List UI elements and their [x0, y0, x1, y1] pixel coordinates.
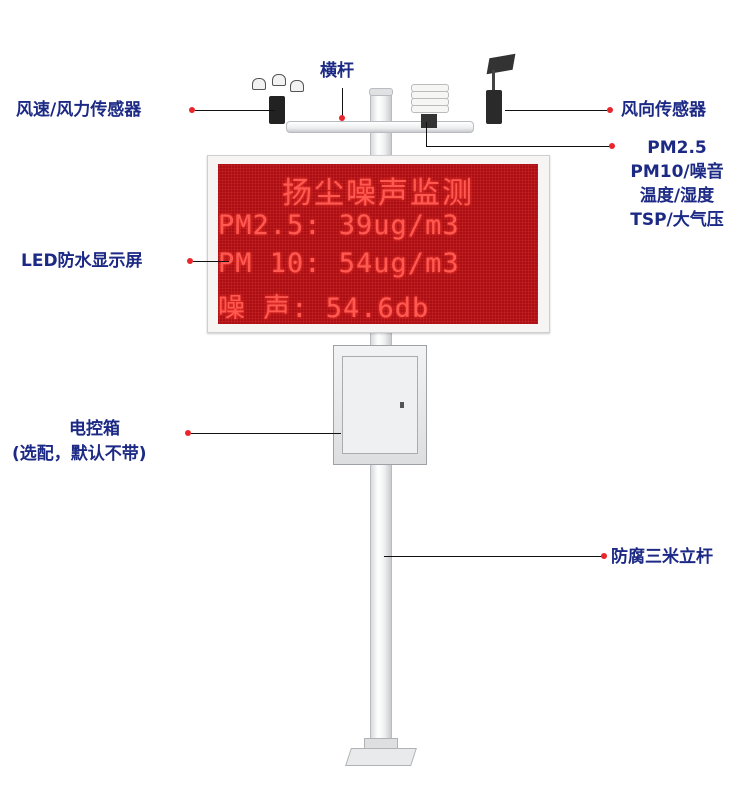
control-box	[333, 345, 427, 465]
leader-line	[426, 122, 427, 146]
pole-base-plate	[345, 748, 417, 766]
label-led-display: LED防水显示屏	[21, 251, 143, 271]
label-pm10-noise: PM10/噪音	[630, 162, 724, 182]
anemometer-cup	[272, 74, 286, 86]
label-pole: 防腐三米立杆	[611, 547, 713, 567]
marker-dot	[187, 258, 193, 264]
shield-plate	[411, 105, 449, 113]
shield-core	[421, 114, 437, 128]
label-temp-humidity: 温度/湿度	[639, 186, 715, 206]
marker-dot	[607, 107, 613, 113]
led-display: 扬尘噪声监测 PM2.5: 39ug/m3 PM 10: 54ug/m3 噪 声…	[207, 155, 550, 333]
label-pm25: PM2.5	[647, 138, 707, 158]
marker-dot	[339, 115, 345, 121]
anemometer-cup	[290, 80, 304, 92]
lock-icon	[400, 402, 404, 408]
leader-line	[384, 556, 602, 557]
radiation-shield-sensor	[411, 84, 449, 128]
label-wind-speed-sensor: 风速/风力传感器	[16, 100, 142, 120]
leader-line	[195, 110, 275, 111]
pole-cap	[369, 88, 393, 96]
leader-line	[191, 433, 341, 434]
label-tsp-pressure: TSP/大气压	[630, 210, 724, 230]
led-screen: 扬尘噪声监测 PM2.5: 39ug/m3 PM 10: 54ug/m3 噪 声…	[218, 164, 538, 324]
leader-line	[505, 110, 607, 111]
marker-dot	[601, 553, 607, 559]
vane-fin	[486, 53, 516, 75]
led-row-pm25: PM2.5: 39ug/m3	[218, 210, 460, 241]
anemometer-cups	[252, 74, 304, 96]
anemometer-cup	[252, 78, 266, 90]
led-row-noise: 噪 声: 54.6db	[218, 293, 430, 324]
label-multi-sensor: PM2.5 PM10/噪音 温度/湿度 TSP/大气压	[612, 136, 742, 232]
vane-body	[486, 90, 502, 124]
vane-rod	[492, 70, 495, 92]
label-control-box-note: (选配，默认不带)	[12, 444, 147, 464]
anemometer-body	[269, 96, 285, 124]
marker-dot	[609, 143, 615, 149]
label-control-box: 电控箱	[69, 419, 120, 439]
marker-dot	[189, 107, 195, 113]
leader-line	[342, 88, 343, 116]
marker-dot	[185, 430, 191, 436]
label-wind-direction-sensor: 风向传感器	[621, 100, 706, 120]
label-crossbar: 横杆	[320, 61, 354, 81]
led-title: 扬尘噪声监测	[282, 176, 474, 211]
control-box-door	[342, 356, 418, 454]
led-row-pm10: PM 10: 54ug/m3	[218, 248, 460, 279]
leader-line	[426, 146, 610, 147]
leader-line	[193, 261, 229, 262]
wind-direction-sensor	[478, 53, 518, 126]
wind-speed-sensor	[252, 70, 304, 124]
